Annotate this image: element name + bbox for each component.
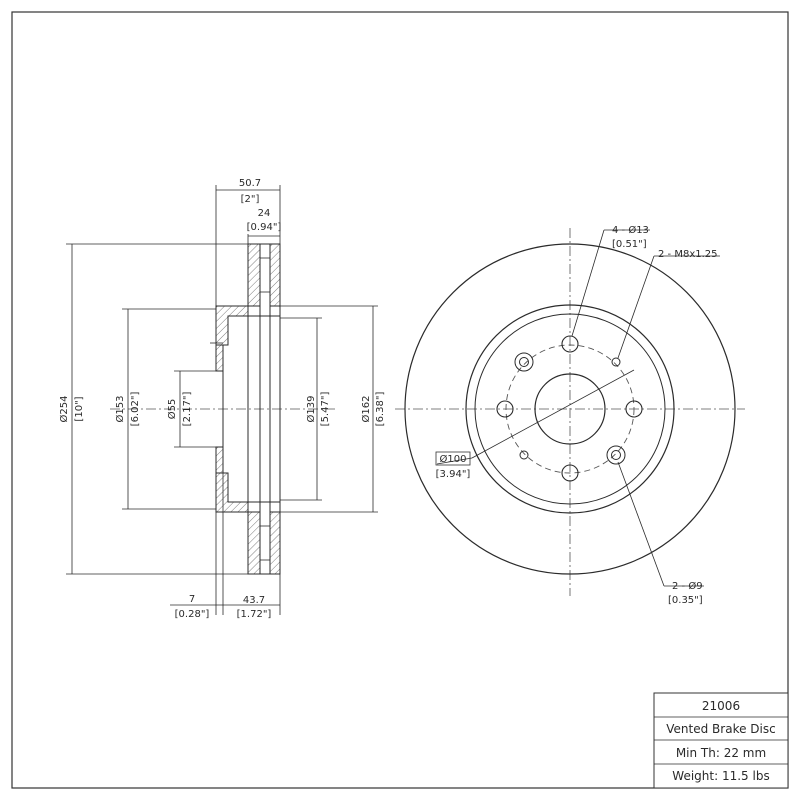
hat-dia-mm: Ø153 (114, 396, 126, 423)
offset-in: [1.72"] (237, 609, 272, 620)
center-bore-mm: Ø55 (166, 399, 178, 420)
hat-outer-circle (465, 304, 675, 514)
outer-rim (404, 243, 736, 575)
pcd-label: Ø100 (440, 453, 467, 465)
hat-thickness-mm: 7 (189, 594, 195, 605)
pad-thickness-in: [0.94"] (247, 222, 282, 233)
pcd-label-box (435, 451, 471, 466)
pin-label: 2 - Ø9 (672, 580, 703, 592)
lug-hole-right (625, 400, 643, 418)
vane-dia-in: [6.38"] (375, 392, 386, 427)
pcd-circle (505, 344, 635, 474)
thread-hole-bl (519, 450, 529, 460)
hat-dia-in: [6.02"] (130, 392, 141, 427)
front-view: 4 - Ø13 [0.51"] 2 - M8x1.25 2 - Ø9 [0.35… (395, 224, 745, 606)
vane-dia-mm: Ø162 (360, 396, 372, 423)
upper-outboard-plate (247, 243, 261, 307)
upper-hat-wall (215, 305, 249, 346)
center-bore-in: [2.17"] (182, 392, 193, 427)
lug-hole-bottom (561, 464, 579, 482)
part-number: 21006 (702, 699, 740, 713)
center-bore (534, 373, 606, 445)
hat-thickness-in: [0.28"] (175, 609, 210, 620)
offset-mm: 43.7 (243, 595, 265, 606)
outer-dia-mm: Ø254 (58, 396, 70, 423)
pin-hole-br (611, 450, 621, 460)
pin-hole-counterbore-tl (514, 352, 534, 372)
part-description: Vented Brake Disc (666, 722, 775, 736)
upper-inboard-plate (269, 243, 281, 307)
holes-label: 4 - Ø13 (612, 224, 649, 236)
weight: Weight: 11.5 lbs (672, 769, 769, 783)
pin-label-in: [0.35"] (668, 595, 703, 606)
holes-label-in: [0.51"] (612, 239, 647, 250)
pcd-label-in: [3.94"] (436, 469, 471, 480)
outer-dia-in: [10"] (74, 396, 85, 421)
thread-hole-tr (611, 357, 621, 367)
min-thickness: Min Th: 22 mm (676, 746, 766, 760)
hat-face-upper (215, 344, 224, 372)
lug-hole-top (561, 335, 579, 353)
side-view: 50.7 [2"] 24 [0.94"] Ø254 [10"] Ø153 [6.… (58, 178, 386, 620)
lower-inboard-plate (269, 511, 281, 575)
hat-face-lower (215, 446, 224, 474)
pin-hole-tl (519, 357, 529, 367)
inner-dia-in: [5.47"] (320, 392, 331, 427)
inner-dia-mm: Ø139 (305, 396, 317, 423)
title-block: 21006 Vented Brake Disc Min Th: 22 mm We… (653, 692, 789, 789)
overall-width-in: [2"] (241, 194, 260, 205)
pad-thickness-mm: 24 (258, 208, 271, 219)
thread-label: 2 - M8x1.25 (658, 249, 718, 260)
drawing-border (11, 11, 789, 789)
lower-outboard-plate (247, 511, 261, 575)
hat-inner-circle (474, 313, 666, 505)
lower-hat-wall (215, 472, 249, 513)
pin-hole-counterbore-br (606, 445, 626, 465)
overall-width-mm: 50.7 (239, 178, 261, 189)
lug-hole-left (496, 400, 514, 418)
